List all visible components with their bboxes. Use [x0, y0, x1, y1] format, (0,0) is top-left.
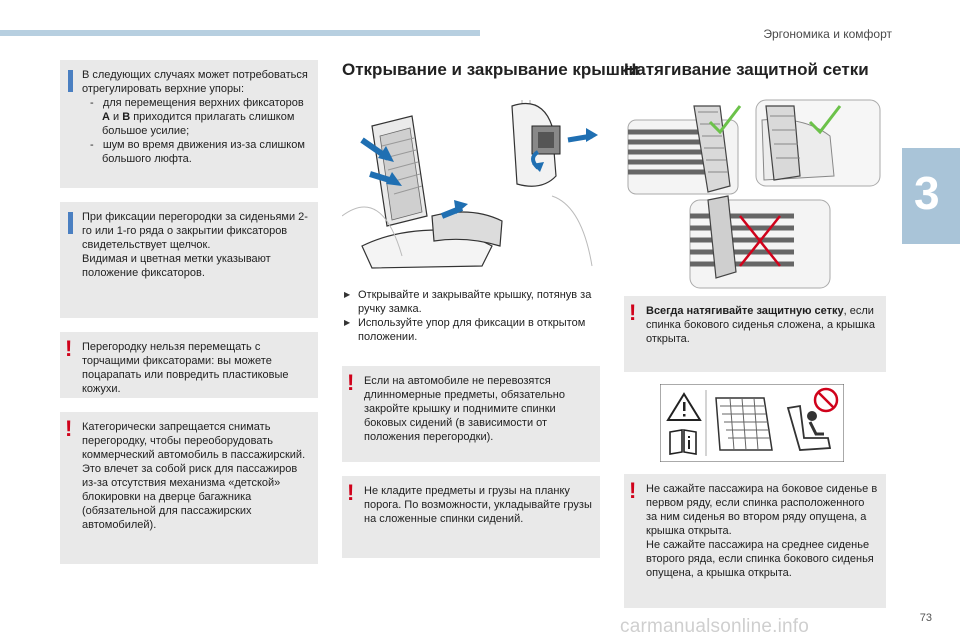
warning-box-passenger-seat: ! Не сажайте пассажира на боковое сидень…: [624, 474, 886, 608]
header-accent-bar: [0, 30, 480, 36]
info-box-body: При фиксации перегородки за сиденьями 2-…: [82, 210, 310, 280]
info-box-latch-click: При фиксации перегородки за сиденьями 2-…: [60, 202, 318, 318]
warning-icon: !: [347, 480, 355, 505]
manual-book-icon: [669, 429, 697, 455]
warning-box-body: Не кладите предметы и грузы на планку по…: [364, 485, 592, 525]
net-illustration: [624, 96, 886, 292]
instruction-list: Открывайте и закрывайте крышку, потянув …: [342, 288, 600, 344]
warning-box-body: Не сажайте пассажира на боковое сиденье …: [646, 482, 878, 580]
paragraph: Не сажайте пассажира на боковое сиденье …: [646, 483, 878, 537]
info-box-adjust-stops: В следующих случаях может потребоваться …: [60, 60, 318, 188]
warning-box-body: Всегда натягивайте защитную сетку, если …: [646, 305, 875, 345]
section-heading-cover: Открывание и закрывание крышки: [342, 60, 639, 79]
list-item: - для перемещения верхних фиксаторов A и…: [90, 97, 304, 137]
warning-triangle-icon: [666, 392, 702, 421]
chapter-tab: 3: [902, 148, 960, 244]
warning-box-protruding-latches: ! Перегородку нельзя перемещать с торчащ…: [60, 332, 318, 398]
list-item: Используйте упор для фиксации в открытом…: [342, 316, 600, 344]
warning-box-do-not-remove: ! Категорически запрещается снимать пере…: [60, 412, 318, 564]
info-marker-icon: [68, 212, 73, 234]
chapter-number: 3: [914, 167, 940, 219]
warning-box-body: Перегородку нельзя перемещать с торчащим…: [82, 341, 289, 395]
net-correct-left-icon: [627, 105, 742, 195]
list-item: Открывайте и закрывайте крышку, потянув …: [342, 288, 600, 316]
section-heading-net: Натягивание защитной сетки: [624, 60, 869, 79]
warning-icon: !: [629, 478, 637, 503]
warning-icon: !: [347, 370, 355, 395]
watermark: carmanualsonline.info: [620, 616, 810, 637]
paragraph: Не сажайте пассажира на среднее сиденье …: [646, 539, 874, 579]
seat-warning-pictogram: [660, 384, 844, 462]
info-box-body: В следующих случаях может потребоваться …: [82, 68, 310, 166]
warning-icon: !: [65, 416, 73, 441]
warning-box-always-net: ! Всегда натягивайте защитную сетку, есл…: [624, 296, 886, 372]
no-passenger-seat-icon: [786, 387, 839, 451]
warning-box-body: Если на автомобиле не перевозятся длинно…: [364, 375, 566, 443]
warning-icon: !: [65, 336, 73, 361]
paragraph: При фиксации перегородки за сиденьями 2-…: [82, 211, 308, 251]
cover-illustration: [342, 96, 600, 274]
net-correct-right-icon: [755, 99, 881, 187]
warning-box-close-cover: ! Если на автомобиле не перевозятся длин…: [342, 366, 600, 462]
list-item: - шум во время движения из-за слишком бо…: [90, 139, 305, 165]
info-intro: В следующих случаях может потребоваться …: [82, 69, 308, 95]
warning-icon: !: [629, 300, 637, 325]
info-marker-icon: [68, 70, 73, 92]
warning-box-body: Категорически запрещается снимать перего…: [82, 421, 306, 531]
paragraph: Видимая и цветная метки указывают положе…: [82, 253, 271, 279]
net-incorrect-icon: [689, 195, 831, 289]
section-title: Эргономика и комфорт: [763, 27, 892, 41]
net-pictogram-icon: [715, 397, 773, 451]
warning-box-sill-loads: ! Не кладите предметы и грузы на планку …: [342, 476, 600, 558]
page-number: 73: [919, 612, 932, 624]
